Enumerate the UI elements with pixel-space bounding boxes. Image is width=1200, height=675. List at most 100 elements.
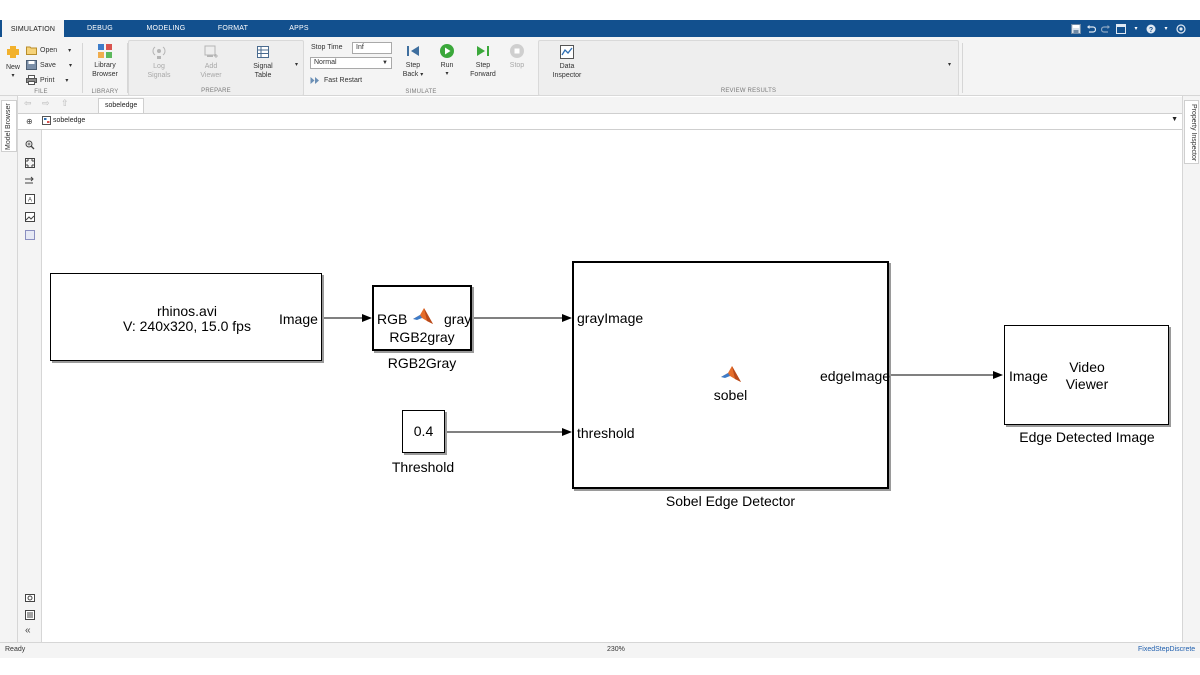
open-button[interactable]: Open ▾ [26, 44, 71, 56]
solver-link[interactable]: FixedStepDiscrete [1138, 646, 1196, 653]
prepare-section-label: PREPARE [201, 88, 231, 94]
model-icon [42, 116, 51, 125]
rgb2gray-input-port-label: RGB [377, 311, 408, 327]
sobel-edge-detector-block[interactable]: grayImage threshold edgeImage sobel [572, 261, 891, 489]
tab-debug[interactable]: DEBUG [87, 25, 113, 32]
print-button[interactable]: Print ▾ [26, 74, 68, 86]
help-icon[interactable]: ? [1146, 24, 1156, 34]
viewer-input-port-label: Image [1009, 368, 1048, 384]
file-section: New ▾ Open ▾ Save ▾ Print ▾ FILE [0, 40, 82, 96]
model-explorer-icon[interactable] [25, 610, 35, 620]
chevron-down-icon[interactable]: ▾ [1164, 26, 1168, 32]
right-dock-strip [1182, 96, 1200, 642]
back-arrow-icon[interactable]: ⇦ [24, 98, 32, 108]
add-viewer-button[interactable]: Add Viewer [193, 44, 229, 80]
up-arrow-icon[interactable]: ⇧ [61, 98, 69, 108]
prepare-gallery-expand-icon[interactable]: ▾ [295, 62, 299, 68]
stop-time-input[interactable]: Inf [352, 42, 392, 54]
step-back-label-line2: Back ▾ [402, 71, 424, 78]
canvas-palette: A « [18, 130, 42, 642]
svg-text:A: A [28, 198, 32, 204]
library-browser-label-line2: Browser [92, 71, 118, 78]
zoom-level: 230% [607, 646, 625, 653]
fast-restart-button[interactable]: Fast Restart [310, 74, 362, 86]
video-viewer-block[interactable]: Image Video Viewer [1004, 325, 1169, 425]
threshold-block-caption: Threshold [391, 459, 455, 475]
video-source-block[interactable]: rhinos.avi V: 240x320, 15.0 fps Image [50, 273, 322, 361]
source-output-port-label: Image [279, 311, 318, 327]
step-back-button[interactable]: Step Back ▾ [398, 43, 428, 80]
data-inspector-icon [560, 45, 574, 59]
model-browser-tab[interactable]: Model Browser [1, 100, 17, 152]
tab-apps[interactable]: APPS [289, 25, 309, 32]
data-inspector-button[interactable]: Data Inspector [549, 44, 585, 80]
arrow-right-icon[interactable] [25, 176, 35, 186]
threshold-value: 0.4 [413, 423, 434, 439]
toolstrip-tab-bar: SIMULATION DEBUG MODELING FORMAT APPS ▾ … [0, 20, 1200, 37]
run-button[interactable]: Run ▾ [432, 43, 462, 79]
library-section: Library Browser LIBRARY [83, 40, 127, 96]
viewer-block-caption: Edge Detected Image [1019, 429, 1155, 445]
save-label: Save [40, 61, 56, 69]
matlab-function-icon [721, 366, 741, 382]
area-icon[interactable] [25, 230, 35, 240]
threshold-constant-block[interactable]: 0.4 [402, 410, 445, 453]
step-forward-icon [477, 46, 489, 56]
fast-restart-label: Fast Restart [324, 76, 363, 84]
step-forward-button[interactable]: Step Forward [466, 43, 500, 79]
expand-icon[interactable] [1176, 24, 1186, 34]
library-browser-button[interactable]: Library Browser [87, 43, 123, 79]
sobel-block-caption: Sobel Edge Detector [665, 493, 796, 509]
property-inspector-tab[interactable]: Property Inspector [1184, 100, 1199, 164]
model-canvas[interactable]: rhinos.avi V: 240x320, 15.0 fps Image RG… [42, 130, 1182, 642]
run-label: Run [440, 62, 454, 69]
section-divider [962, 43, 963, 93]
chevron-down-icon: ▾ [445, 71, 449, 77]
simulation-mode-select[interactable]: Normal ▼ [310, 57, 392, 69]
section-divider [82, 43, 83, 93]
hide-hierarchy-icon[interactable]: ⊕ [26, 117, 33, 126]
step-back-label-line1: Step [405, 62, 421, 69]
fit-to-view-icon[interactable] [25, 158, 35, 168]
sobel-input-port-grayimage: grayImage [577, 310, 644, 326]
zoom-icon[interactable] [25, 140, 35, 150]
open-label: Open [40, 46, 58, 54]
source-file-info: V: 240x320, 15.0 fps [123, 318, 251, 334]
viewer-title-line1: Video [1069, 359, 1105, 375]
signal-table-button[interactable]: Signal Table [245, 44, 281, 80]
undo-icon[interactable] [1086, 24, 1097, 34]
breadcrumb[interactable]: sobeledge [42, 116, 85, 125]
tab-simulation[interactable]: SIMULATION [2, 20, 64, 37]
model-tab-sobeledge[interactable]: sobeledge [98, 98, 145, 113]
forward-arrow-icon[interactable]: ⇨ [42, 98, 50, 108]
annotation-icon[interactable]: A [25, 194, 35, 204]
step-forward-label-line1: Step [475, 62, 491, 69]
chevron-down-icon[interactable]: ▾ [1134, 26, 1138, 32]
tab-modeling[interactable]: MODELING [146, 25, 186, 32]
chevron-down-icon: ▾ [68, 47, 72, 54]
add-viewer-label-line1: Add [204, 63, 218, 70]
log-signals-icon [152, 46, 166, 59]
tab-format[interactable]: FORMAT [217, 25, 249, 32]
collapse-palette-icon[interactable]: « [25, 625, 31, 636]
rgb2gray-block[interactable]: RGB gray RGB2gray [372, 285, 472, 351]
log-signals-button[interactable]: Log Signals [141, 44, 177, 80]
sobel-function-name: sobel [713, 387, 748, 403]
screenshot-icon[interactable] [25, 592, 35, 602]
window-icon[interactable] [1116, 24, 1126, 34]
stop-button[interactable]: Stop [504, 43, 530, 70]
review-gallery-expand-icon[interactable]: ▾ [948, 62, 952, 68]
new-icon [7, 46, 19, 58]
chevron-down-icon[interactable]: ▼ [1171, 116, 1178, 123]
image-icon[interactable] [25, 212, 35, 222]
save-icon[interactable] [1071, 24, 1081, 34]
property-inspector-label: Property Inspector [1190, 104, 1197, 162]
left-dock-strip [0, 96, 18, 642]
sobel-output-port-edgeimage: edgeImage [820, 368, 891, 384]
status-bar: Ready 230% FixedStepDiscrete [0, 642, 1200, 658]
save-button[interactable]: Save ▾ [26, 59, 72, 71]
quick-access-toolbar: ▾ ? ▾ [1071, 23, 1186, 35]
new-button[interactable]: New ▾ [3, 43, 23, 81]
simulate-section: Stop Time Inf Normal ▼ Fast Restart Step… [306, 40, 536, 96]
redo-icon[interactable] [1100, 24, 1111, 34]
